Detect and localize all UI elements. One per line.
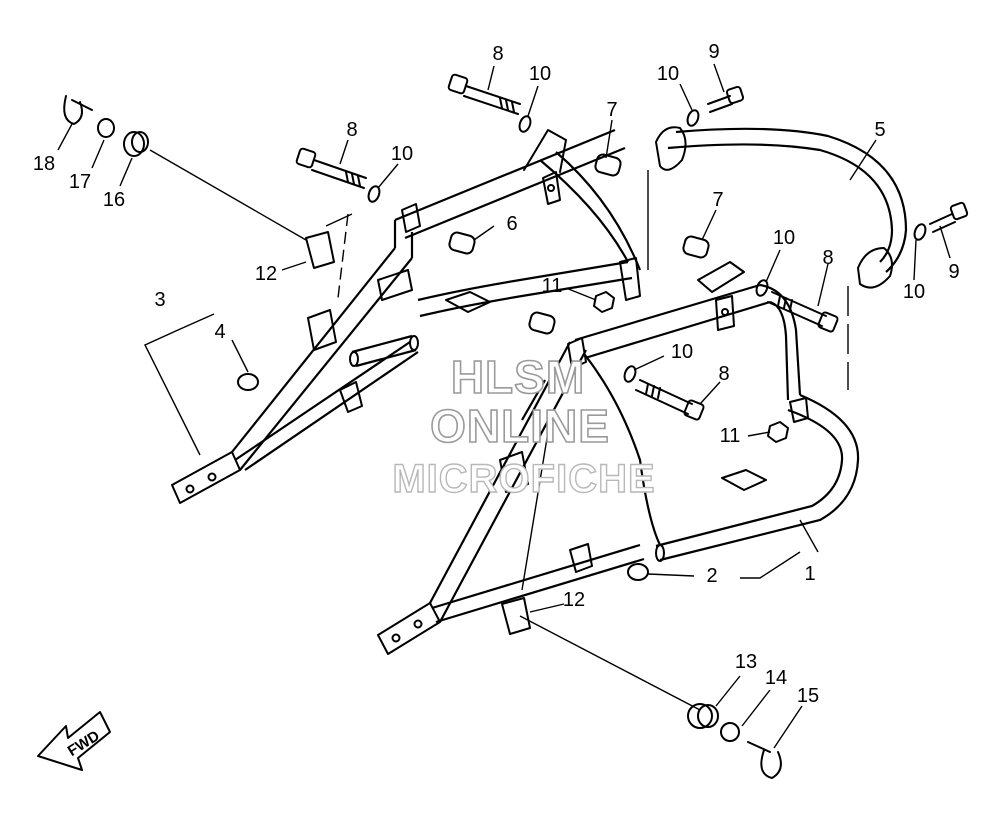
callout-11-lower: 11	[720, 425, 741, 447]
callout-8-mid: 8	[346, 119, 357, 141]
watermark-line1: HLSM	[451, 351, 585, 403]
callout-14: 14	[765, 667, 787, 689]
callout-12-bottom: 12	[563, 589, 585, 611]
callout-3: 3	[154, 289, 165, 311]
callout-5: 5	[874, 119, 885, 141]
watermark: HLSM ONLINE MICROFICHE	[392, 350, 656, 502]
callout-8-lower: 8	[718, 363, 729, 385]
nuts-11	[593, 291, 789, 443]
callout-17: 17	[69, 171, 91, 193]
bolt-8-right	[767, 291, 839, 333]
washers-10	[367, 109, 927, 383]
clip-12-bottom	[501, 597, 531, 635]
callout-10-top: 10	[529, 63, 551, 85]
callout-16: 16	[103, 189, 125, 211]
callout-10-far-right: 10	[903, 281, 925, 303]
leader-lines	[57, 63, 951, 749]
callout-10-right: 10	[773, 227, 795, 249]
callout-4: 4	[214, 321, 225, 343]
callout-15: 15	[797, 685, 819, 707]
bushing-2	[627, 563, 649, 581]
callout-10-mid: 10	[391, 143, 413, 165]
clip-12-top	[305, 231, 335, 269]
callout-12-top: 12	[255, 263, 277, 285]
callout-6: 6	[506, 213, 517, 235]
forward-arrow-label: FWD	[65, 727, 103, 760]
callout-8-right: 8	[822, 247, 833, 269]
callout-18: 18	[33, 153, 55, 175]
bolt-9-right	[929, 201, 969, 233]
collars	[448, 153, 710, 335]
grommet-set-top	[63, 95, 149, 157]
callout-13: 13	[735, 651, 757, 673]
bolt-8-top	[447, 73, 521, 115]
forward-arrow-icon: FWD	[37, 711, 111, 771]
bolt-9-top	[707, 85, 745, 113]
bushing-4	[237, 373, 259, 391]
callout-7-top: 7	[606, 99, 617, 121]
callout-11-top: 11	[542, 275, 563, 297]
callout-10-upper-right: 10	[657, 63, 679, 85]
watermark-line2: ONLINE	[430, 400, 610, 452]
bolt-8-mid	[295, 147, 367, 189]
callout-9-top: 9	[708, 41, 719, 63]
callout-10-lower: 10	[671, 341, 693, 363]
watermark-line3: MICROFICHE	[392, 457, 655, 501]
callout-1: 1	[804, 563, 815, 585]
callout-2: 2	[706, 565, 717, 587]
bolt-8-lower	[635, 379, 705, 421]
callout-9-right: 9	[948, 261, 959, 283]
callout-labels: 18 17 16 8 10 7 10 9 5 8 10 6 12 7 10 8 …	[33, 41, 960, 707]
callout-8-top: 8	[492, 43, 503, 65]
grommet-set-bottom	[687, 703, 782, 779]
left-frame	[171, 128, 642, 504]
callout-7-right: 7	[712, 189, 723, 211]
